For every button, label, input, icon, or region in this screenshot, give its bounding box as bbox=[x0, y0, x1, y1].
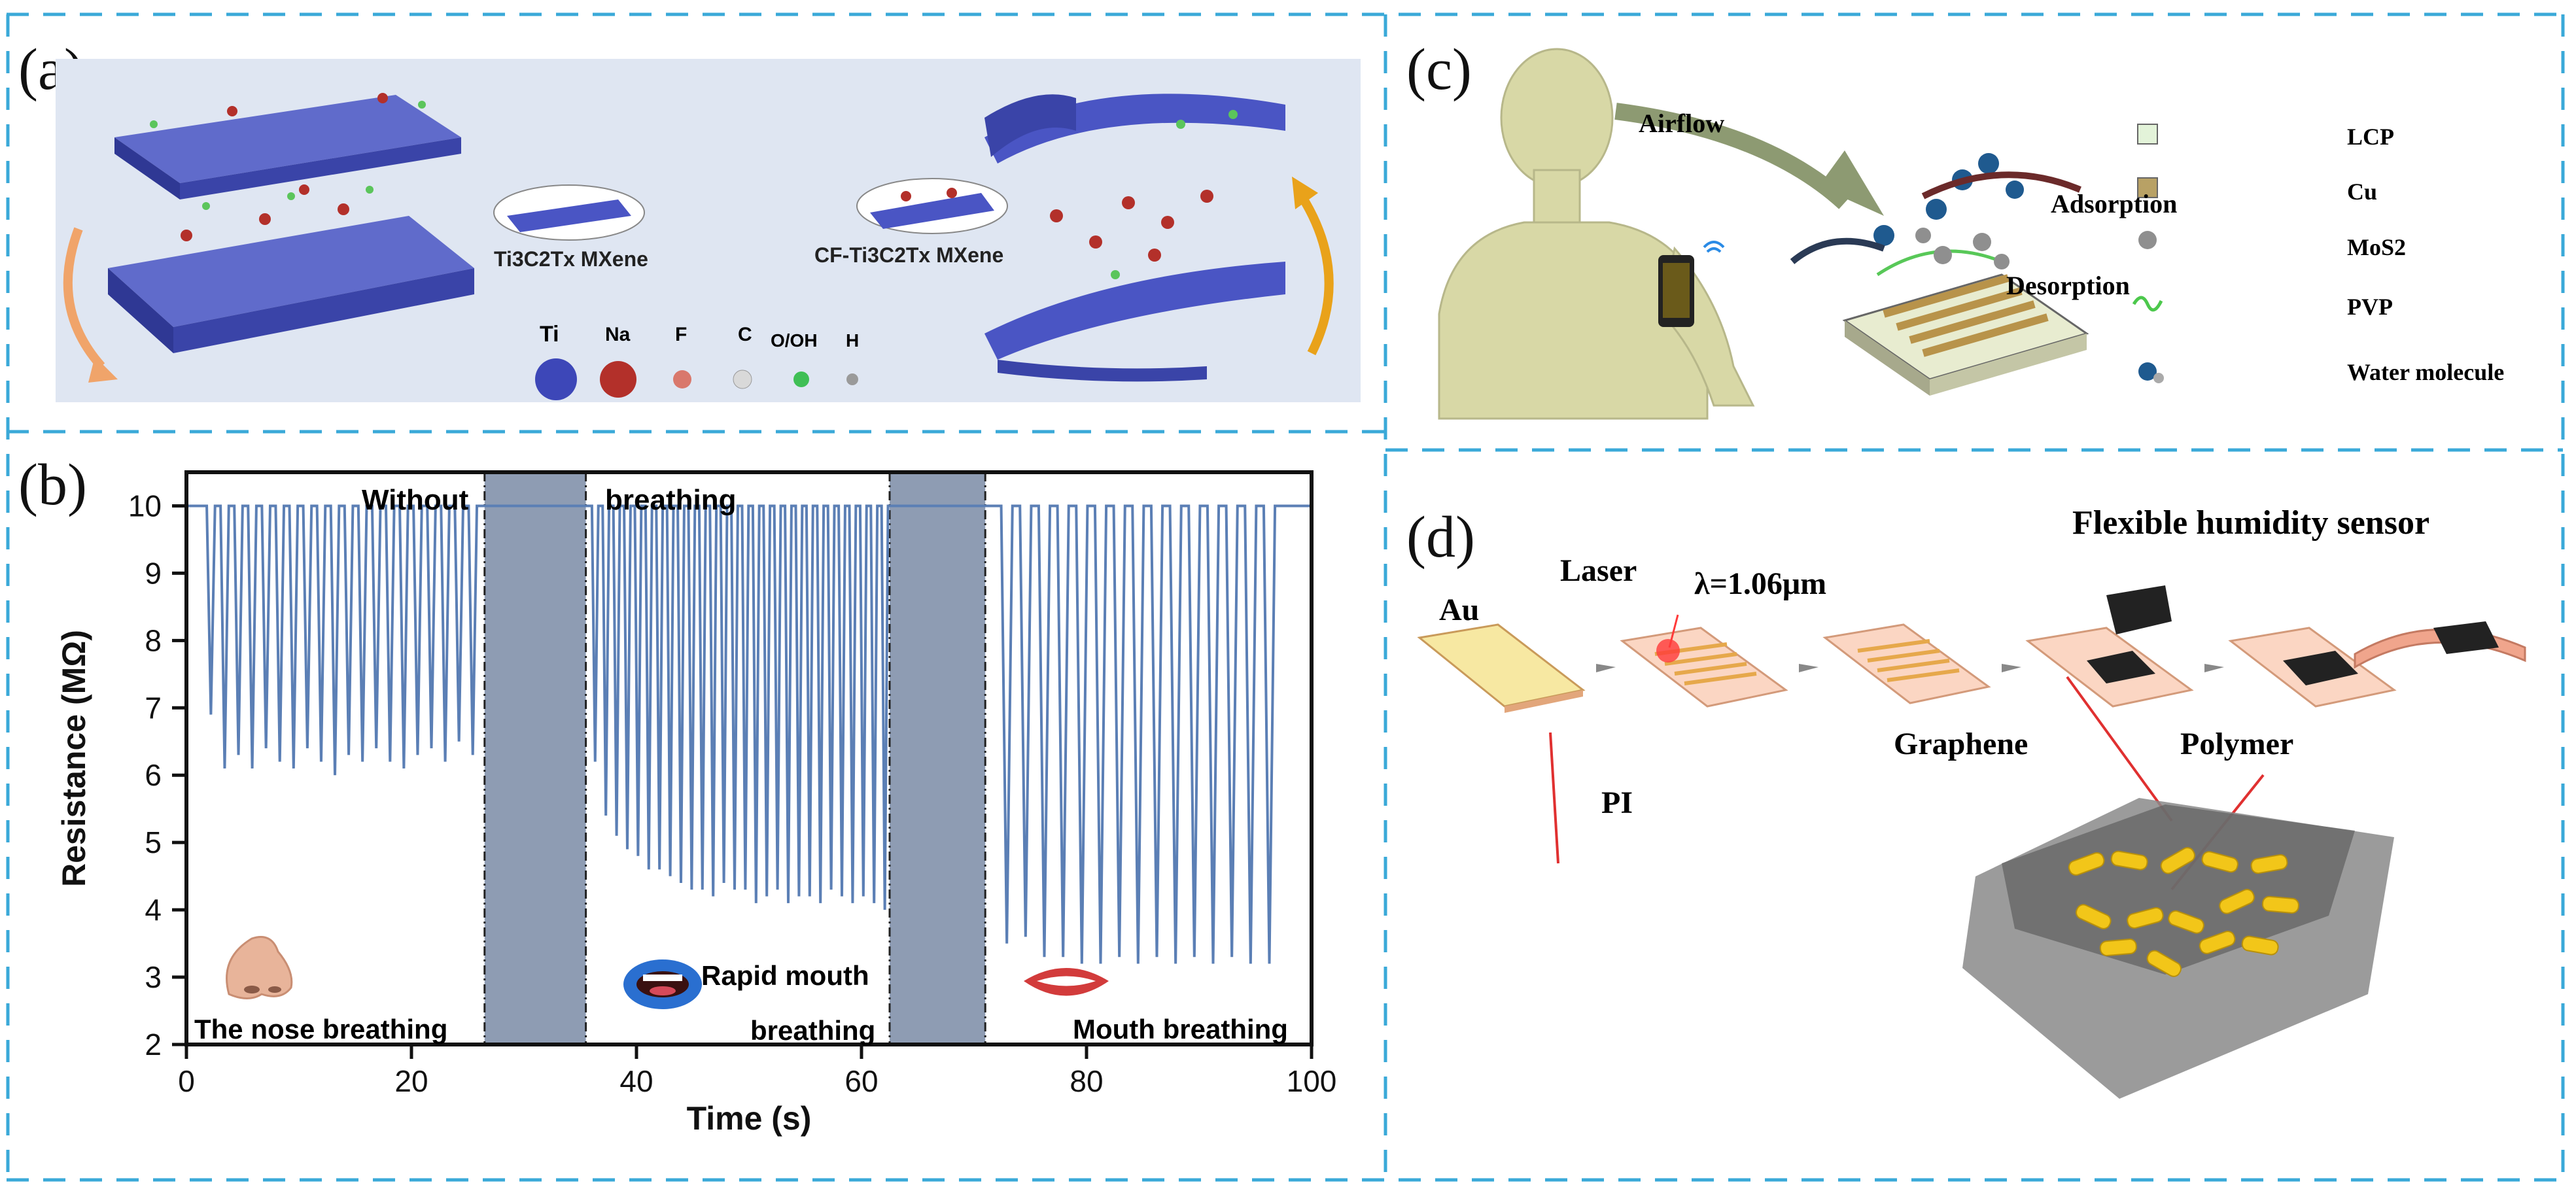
rapid-mouth-icon bbox=[623, 959, 702, 1009]
y-tick-label: 2 bbox=[145, 1027, 162, 1062]
graphene-leader bbox=[1549, 732, 1559, 864]
arrow-left-curve bbox=[63, 227, 105, 370]
x-tick-label: 40 bbox=[619, 1064, 653, 1098]
y-tick-label: 4 bbox=[145, 893, 162, 927]
label-ti3c2tx: Ti3C2Tx MXene bbox=[494, 247, 648, 271]
label-pi: PI bbox=[1601, 785, 1633, 820]
desorption-flow bbox=[1790, 237, 1885, 264]
legend-ti: Ti bbox=[540, 322, 559, 347]
panel-d-title: Flexible humidity sensor bbox=[2072, 504, 2430, 542]
panel-d-letter: (d) bbox=[1406, 505, 1475, 570]
au-substrate bbox=[1417, 623, 1586, 713]
y-tick-label: 10 bbox=[128, 489, 162, 523]
panel-c-letter: (c) bbox=[1406, 37, 1472, 102]
legend-water: Water molecule bbox=[2347, 359, 2505, 385]
legend-h: H bbox=[846, 330, 860, 351]
legend-mos2: MoS2 bbox=[2347, 234, 2406, 260]
y-tick-label: 9 bbox=[145, 556, 162, 590]
annotation-rapid-1: Rapid mouth bbox=[701, 960, 869, 991]
x-tick-label: 100 bbox=[1287, 1064, 1337, 1098]
legend-na: Na bbox=[605, 324, 631, 345]
wifi-icon bbox=[1703, 241, 1725, 253]
y-tick-label: 3 bbox=[145, 960, 162, 994]
panel-d-illustration bbox=[1417, 585, 2526, 1099]
patterned-pi-step bbox=[1822, 623, 1991, 704]
annotation-without: Without bbox=[362, 484, 469, 516]
flexible-sensor bbox=[2354, 621, 2526, 669]
x-tick-label: 0 bbox=[178, 1064, 195, 1098]
label-wavelength: λ=1.06μm bbox=[1694, 566, 1827, 601]
resistance-line bbox=[186, 504, 1312, 964]
label-laser: Laser bbox=[1560, 553, 1637, 588]
legend-f: F bbox=[675, 324, 688, 345]
y-tick-label: 5 bbox=[145, 825, 162, 859]
x-tick-label: 60 bbox=[844, 1064, 878, 1098]
mxene-stack-left bbox=[108, 93, 474, 353]
legend-o-oh: O/OH bbox=[771, 330, 818, 351]
annotation-breathing-top: breathing bbox=[605, 484, 737, 516]
label-adsorption: Adsorption bbox=[2051, 189, 2178, 218]
graphene-polymer-composite bbox=[1962, 798, 2394, 1099]
coating-leader bbox=[2066, 676, 2173, 822]
atom-legend bbox=[535, 358, 858, 400]
panel-b-letter: (b) bbox=[18, 453, 87, 517]
y-tick-label: 7 bbox=[145, 691, 162, 725]
y-tick-label: 8 bbox=[145, 623, 162, 657]
device-step bbox=[2228, 627, 2397, 708]
annotation-mouth: Mouth breathing bbox=[1073, 1014, 1288, 1044]
shaded-band-0 bbox=[484, 472, 586, 1044]
x-axis-label: Time (s) bbox=[687, 1100, 812, 1137]
x-tick-label: 20 bbox=[394, 1064, 428, 1098]
legend-pvp: PVP bbox=[2347, 294, 2393, 320]
panel-c-legend-markers bbox=[2132, 124, 2164, 383]
phone-icon bbox=[1658, 255, 1694, 327]
laser-step bbox=[1620, 614, 1788, 708]
legend-lcp: LCP bbox=[2347, 124, 2394, 150]
legend-c: C bbox=[738, 324, 752, 345]
mannequin-figure bbox=[1438, 48, 1755, 420]
arrow-right-curve bbox=[1298, 194, 1334, 356]
sensor-chip bbox=[1842, 153, 2089, 396]
shaded-band-1 bbox=[890, 472, 986, 1044]
panel-c-illustration bbox=[1438, 48, 2164, 420]
panel-a-illustration bbox=[56, 59, 1361, 402]
coating-step bbox=[2025, 585, 2194, 708]
mouth-icon bbox=[1024, 968, 1109, 996]
y-tick-label: 6 bbox=[145, 758, 162, 792]
label-graphene: Graphene bbox=[1894, 727, 2028, 761]
annotation-nose: The nose breathing bbox=[194, 1014, 448, 1044]
y-axis-label: Resistance (MΩ) bbox=[56, 630, 92, 887]
adsorption-flow bbox=[1921, 171, 2081, 199]
label-polymer: Polymer bbox=[2180, 727, 2294, 761]
plot-frame bbox=[184, 470, 1314, 1046]
mxene-stack-right bbox=[984, 94, 1285, 382]
label-cf-ti3c2tx: CF-Ti3C2Tx MXene bbox=[814, 243, 1004, 267]
label-au: Au bbox=[1439, 593, 1480, 627]
label-desorption: Desorption bbox=[2006, 271, 2130, 300]
nose-icon bbox=[226, 936, 293, 999]
x-tick-label: 80 bbox=[1070, 1064, 1103, 1098]
annotation-rapid-2: breathing bbox=[750, 1015, 876, 1046]
label-airflow: Airflow bbox=[1639, 109, 1725, 138]
legend-cu: Cu bbox=[2347, 179, 2378, 205]
